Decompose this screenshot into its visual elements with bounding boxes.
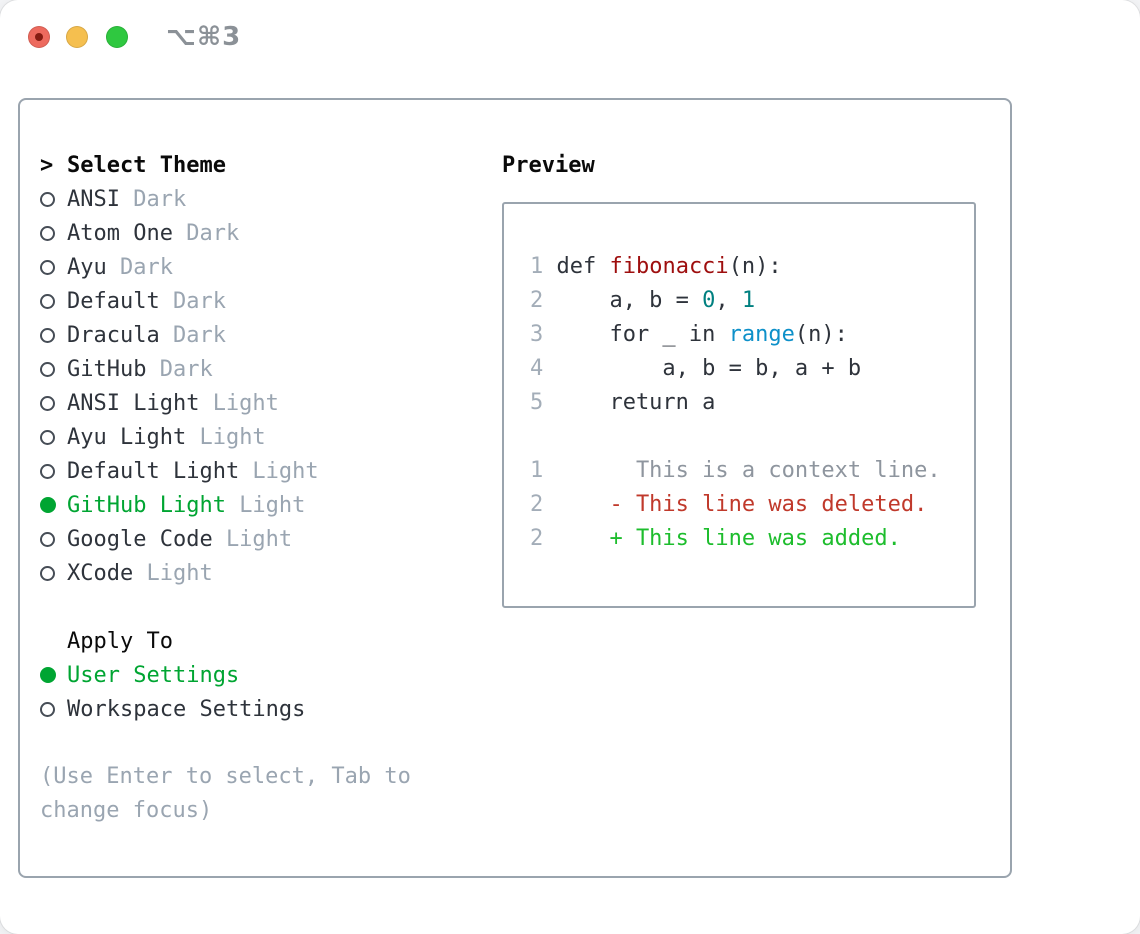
radio-selected-icon — [40, 667, 67, 683]
radio-icon — [40, 429, 67, 445]
theme-option-label: Default — [67, 288, 160, 314]
close-button[interactable] — [28, 26, 50, 48]
theme-option-ayu-light[interactable]: Ayu Light Light — [40, 420, 480, 454]
theme-option-xcode[interactable]: XCode Light — [40, 556, 480, 590]
theme-option-ayu[interactable]: Ayu Dark — [40, 250, 480, 284]
apply-to-header-row: Apply To — [40, 624, 480, 658]
theme-option-github[interactable]: GitHub Dark — [40, 352, 480, 386]
diff-line-context: 1 This is a context line. — [530, 458, 941, 483]
theme-option-default-light[interactable]: Default Light Light — [40, 454, 480, 488]
theme-option-default[interactable]: Default Dark — [40, 284, 480, 318]
theme-option-label: ANSI — [67, 186, 120, 212]
theme-option-label: XCode — [67, 560, 134, 586]
theme-option-label: Dracula — [67, 322, 160, 348]
radio-icon — [40, 463, 67, 479]
radio-icon — [40, 531, 67, 547]
titlebar: ⌥⌘3 — [0, 0, 1140, 76]
theme-option-github-light[interactable]: GitHub Light Light — [40, 488, 480, 522]
radio-icon — [40, 259, 67, 275]
radio-icon — [40, 701, 67, 717]
close-indicator-dot — [35, 33, 43, 41]
theme-variant-tag: Light — [212, 390, 279, 416]
blank-line — [530, 420, 974, 454]
theme-variant-tag: Light — [146, 560, 213, 586]
radio-icon — [40, 395, 67, 411]
diff-line-deleted: 2 - This line was deleted. — [530, 492, 928, 517]
code-line: 3 for _ in range(n): — [530, 322, 848, 347]
theme-variant-tag: Dark — [186, 220, 240, 246]
theme-option-ansi-light[interactable]: ANSI Light Light — [40, 386, 480, 420]
apply-option-user-settings[interactable]: User Settings — [40, 658, 480, 692]
theme-option-label: Ayu Light — [67, 424, 187, 450]
minimize-button[interactable] — [66, 26, 88, 48]
theme-option-label: ANSI Light — [67, 390, 200, 416]
theme-option-label: Ayu — [67, 254, 107, 280]
theme-option-atom-one[interactable]: Atom One Dark — [40, 216, 480, 250]
theme-option-dracula[interactable]: Dracula Dark — [40, 318, 480, 352]
theme-option-label: GitHub — [67, 356, 147, 382]
theme-variant-tag: Light — [199, 424, 266, 450]
radio-selected-icon — [40, 497, 67, 513]
theme-variant-tag: Light — [239, 492, 306, 518]
keyboard-hint: (Use Enter to select, Tab to change focu… — [40, 764, 411, 823]
theme-variant-tag: Light — [225, 526, 293, 552]
preview-header-row: Preview — [502, 148, 988, 182]
code-line: 4 a, b = b, a + b — [530, 356, 862, 381]
radio-icon — [40, 327, 67, 343]
theme-variant-tag: Dark — [119, 254, 173, 280]
radio-icon — [40, 565, 67, 581]
theme-variant-tag: Dark — [133, 186, 187, 212]
theme-variant-tag: Dark — [172, 288, 226, 314]
theme-variant-tag: Dark — [159, 356, 213, 382]
radio-icon — [40, 293, 67, 309]
preview-title: Preview — [502, 152, 595, 178]
code-line: 5 return a — [530, 390, 716, 415]
select-theme-title: Select Theme — [67, 152, 226, 178]
apply-option-label: Workspace Settings — [67, 696, 306, 722]
radio-icon — [40, 361, 67, 377]
radio-icon — [40, 191, 67, 207]
radio-icon — [40, 225, 67, 241]
theme-variant-tag: Dark — [172, 322, 226, 348]
zoom-button[interactable] — [106, 26, 128, 48]
diff-line-added: 2 + This line was added. — [530, 526, 901, 551]
apply-to-title: Apply To — [67, 628, 173, 654]
apply-option-workspace-settings[interactable]: Workspace Settings — [40, 692, 480, 726]
theme-option-ansi[interactable]: ANSI Dark — [40, 182, 480, 216]
theme-option-label: Atom One — [67, 220, 173, 246]
theme-option-label: Google Code — [67, 526, 213, 552]
code-line: 2 a, b = 0, 1 — [530, 288, 756, 313]
apply-option-label: User Settings — [67, 662, 240, 688]
theme-option-label: Default Light — [67, 458, 240, 484]
section-gap — [40, 726, 480, 760]
section-gap — [40, 590, 480, 624]
theme-option-google-code[interactable]: Google Code Light — [40, 522, 480, 556]
window-title: ⌥⌘3 — [166, 22, 242, 52]
theme-option-label: GitHub Light — [67, 492, 226, 518]
select-theme-header-row: > Select Theme — [40, 148, 480, 182]
theme-variant-tag: Light — [252, 458, 319, 484]
prompt-icon: > — [40, 152, 54, 178]
